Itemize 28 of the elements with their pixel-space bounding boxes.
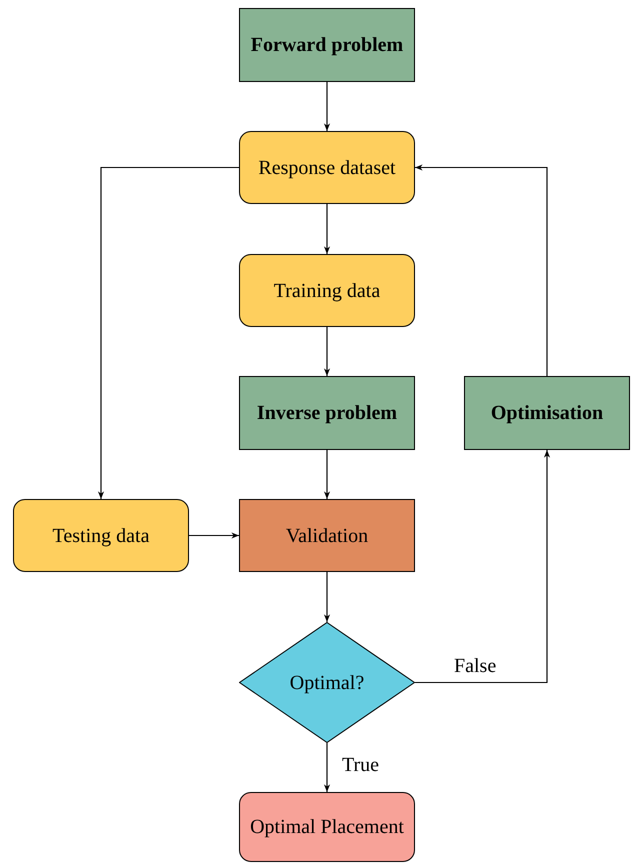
process-box bbox=[239, 499, 415, 572]
node-label: Training data bbox=[274, 278, 380, 304]
process-box bbox=[239, 376, 415, 450]
arrow bbox=[324, 450, 330, 499]
arrow bbox=[415, 450, 550, 684]
arrow bbox=[98, 166, 239, 499]
data-box bbox=[239, 131, 415, 204]
arrow bbox=[324, 82, 330, 131]
decision-diamond bbox=[239, 622, 415, 743]
arrow bbox=[324, 204, 330, 254]
terminal-box bbox=[239, 792, 415, 862]
data-box bbox=[239, 254, 415, 327]
node-label: Optimal? bbox=[290, 670, 364, 696]
node-label: Validation bbox=[286, 524, 368, 548]
node-label: Forward problem bbox=[250, 33, 404, 58]
arrow bbox=[324, 572, 330, 622]
data-box bbox=[13, 499, 189, 572]
arrow bbox=[189, 532, 239, 539]
node-label: Response dataset bbox=[258, 156, 396, 180]
node-label: Testing data bbox=[52, 524, 150, 548]
arrow bbox=[324, 327, 330, 376]
node-label: Optimisation bbox=[490, 401, 604, 426]
process-box bbox=[464, 376, 630, 450]
arrow bbox=[415, 164, 548, 376]
node-label: Inverse problem bbox=[256, 401, 398, 426]
process-box bbox=[239, 8, 415, 82]
arrow bbox=[324, 743, 330, 792]
node-label: Optimal Placement bbox=[250, 815, 404, 840]
